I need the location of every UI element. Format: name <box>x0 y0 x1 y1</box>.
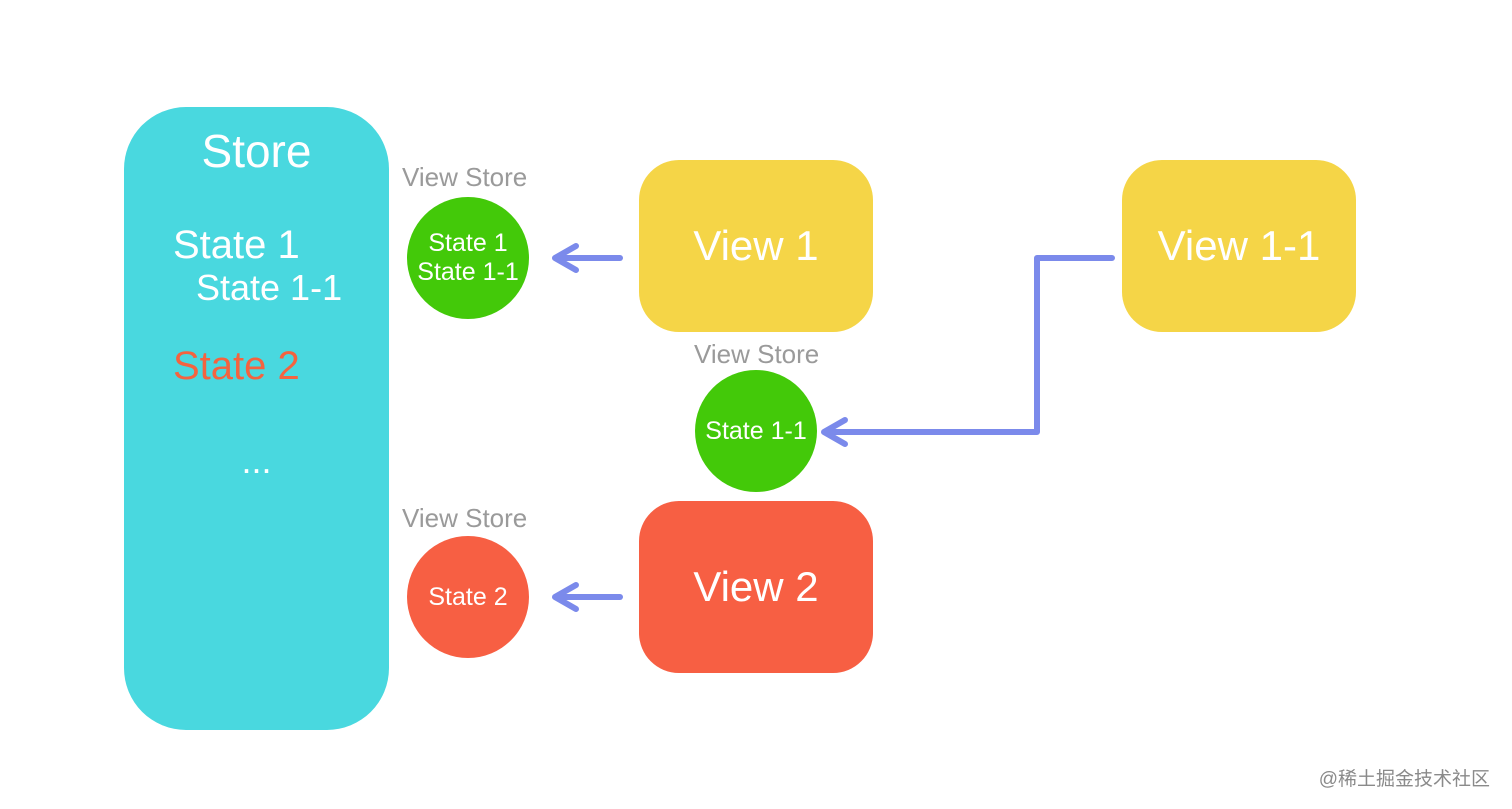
view-2-label: View 2 <box>693 563 819 610</box>
arrow-view1-1-to-viewstore <box>821 255 1115 447</box>
store-panel <box>124 107 389 730</box>
view-1-1-label: View 1-1 <box>1157 222 1321 269</box>
circle-3-state-2: State 2 <box>428 582 508 611</box>
store-state-1: State 1 <box>173 223 300 267</box>
view-store-circle-3: State 2 <box>407 536 529 658</box>
arrow-view2-to-viewstore <box>552 582 623 612</box>
store-ellipsis: ... <box>241 440 272 481</box>
store-state-2: State 2 <box>173 344 300 388</box>
view-1-label: View 1 <box>693 222 819 269</box>
view-1-1-box: View 1-1 <box>1122 160 1356 332</box>
arrow-view1-to-viewstore <box>552 243 623 273</box>
view-store-circle-2: State 1-1 <box>695 370 817 492</box>
watermark: @稀土掘金技术社区 <box>1318 769 1490 790</box>
view-store-label-2: View Store <box>694 339 820 369</box>
view-store-label-1: View Store <box>402 162 528 192</box>
circle-2-state-1-1: State 1-1 <box>705 416 807 445</box>
circle-1-state-1-1: State 1-1 <box>417 258 519 286</box>
view-store-label-3: View Store <box>402 503 528 533</box>
view-1-box: View 1 <box>639 160 873 332</box>
circle-1-state-1: State 1 <box>428 229 508 257</box>
view-store-circle-1: State 1 State 1-1 <box>407 197 529 319</box>
store-title: Store <box>201 125 312 177</box>
view-2-box: View 2 <box>639 501 873 673</box>
store-state-1-1: State 1-1 <box>196 267 343 308</box>
